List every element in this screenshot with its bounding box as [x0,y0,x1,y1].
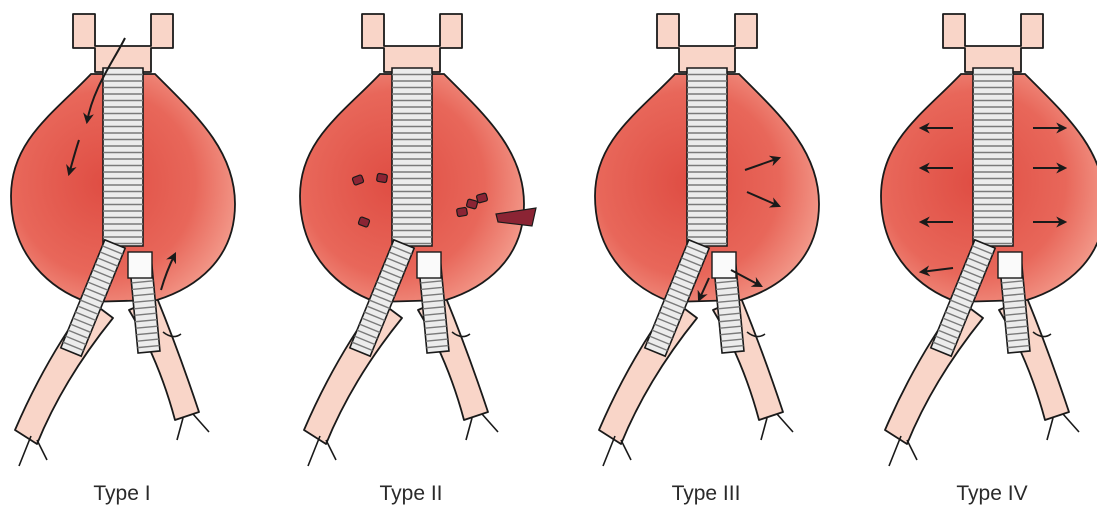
panel-type-iv [881,14,1097,466]
panel-label-type-iii: Type III [606,482,806,506]
backflow-fragment [466,199,478,209]
backflow-fragment [476,193,488,203]
panel-label-type-iv: Type IV [892,482,1092,506]
panel-label-type-i: Type I [22,482,222,506]
backflow-fragment [456,207,467,217]
backflow-fragment [376,173,387,183]
panel-type-ii [300,14,536,466]
panel-type-i [11,14,235,466]
panel-type-iii [595,14,819,466]
panel-label-type-ii: Type II [311,482,511,506]
